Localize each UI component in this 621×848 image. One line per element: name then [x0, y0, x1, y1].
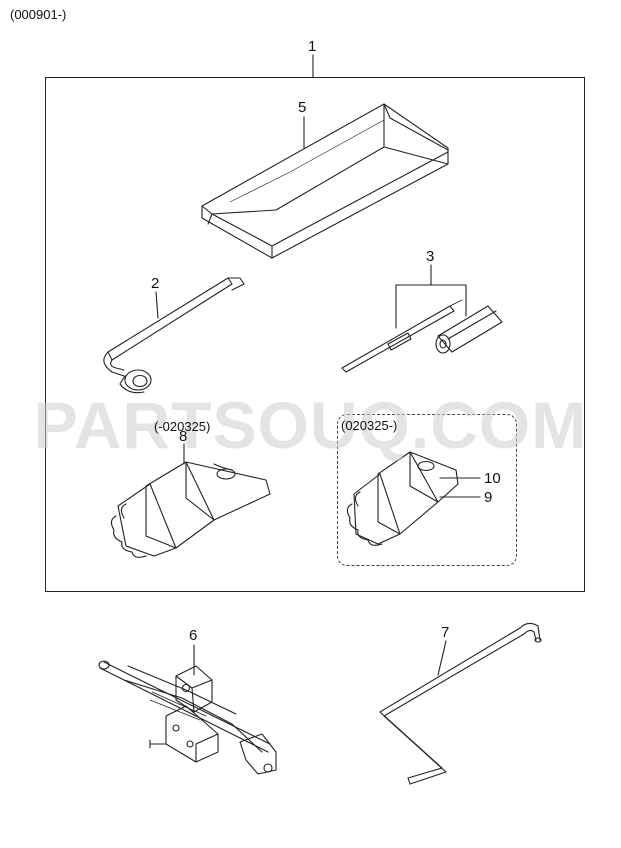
- gloves-icon: [346, 451, 459, 546]
- date-range-box: [337, 414, 517, 566]
- jack-handle-icon: [379, 622, 542, 785]
- callout-kit[interactable]: 1: [308, 38, 317, 55]
- callout-gloves-old[interactable]: 8: [179, 428, 188, 445]
- scissor-jack-icon: [98, 660, 277, 775]
- callout-jack[interactable]: 6: [189, 627, 198, 644]
- callout-tool-pouch[interactable]: 5: [298, 99, 307, 116]
- callout-gloves-new[interactable]: 9: [484, 489, 493, 506]
- header-code: (000901-): [10, 7, 67, 22]
- kit-box: [45, 77, 585, 592]
- wheel-wrench-icon: [103, 277, 245, 394]
- tool-pouch-icon: [201, 103, 449, 259]
- gloves-icon: [110, 461, 271, 558]
- callout-gloves-label[interactable]: 10: [484, 470, 501, 487]
- date-range-old: (-020325): [154, 419, 211, 434]
- callout-screwdriver[interactable]: 3: [426, 248, 435, 265]
- callout-wrench[interactable]: 2: [151, 275, 160, 292]
- screwdriver-icon: [341, 299, 503, 373]
- callout-jack-handle[interactable]: 7: [441, 624, 450, 641]
- date-range-new: (020325-): [341, 418, 398, 433]
